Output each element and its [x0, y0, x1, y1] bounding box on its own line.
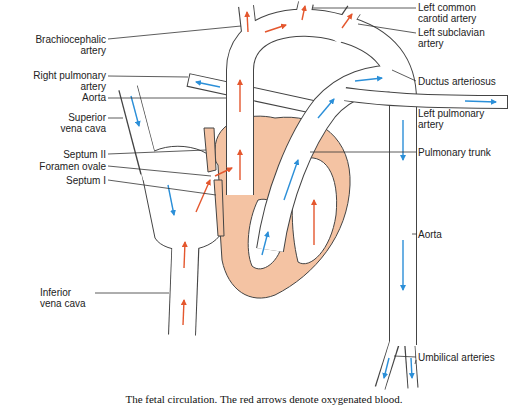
- part-label: Right pulmonary artery: [26, 70, 106, 92]
- blue-arrow: [402, 120, 403, 160]
- part-label: Brachiocephalic artery: [26, 34, 106, 56]
- blue-arrow: [402, 240, 403, 290]
- leader-lines: [95, 8, 417, 364]
- blue-arrow: [196, 82, 220, 87]
- red-arrow: [239, 150, 240, 180]
- red-arrow: [183, 300, 184, 325]
- left-common-carotid-artery: [300, 2, 306, 30]
- leader-line: [108, 150, 206, 154]
- red-arrow: [313, 200, 314, 245]
- red-arrow: [215, 168, 232, 176]
- oxygenated-flow-arrows: [183, 6, 352, 325]
- left-subclavian-artery: [334, 9, 355, 40]
- part-label: Inferior vena cava: [40, 287, 95, 309]
- red-arrow: [247, 12, 248, 32]
- leader-line: [358, 24, 416, 33]
- red-arrow: [239, 80, 240, 112]
- part-label: Pulmonary trunk: [418, 147, 518, 158]
- leader-line: [95, 293, 169, 294]
- leader-line: [313, 8, 416, 9]
- part-label: Left pulmonary artery: [418, 108, 498, 130]
- leader-line: [108, 180, 216, 195]
- part-label: Left common carotid artery: [418, 2, 498, 24]
- blue-arrow: [384, 358, 389, 378]
- part-label: Septum II: [26, 149, 106, 160]
- blue-arrow: [318, 99, 334, 118]
- blue-arrow: [411, 358, 412, 378]
- vessel-outline: [246, 6, 250, 40]
- blue-arrow: [168, 185, 174, 215]
- blue-arrow: [465, 101, 496, 102]
- part-label: Aorta: [418, 229, 518, 240]
- part-label: Umbilical arteries: [418, 352, 518, 363]
- part-label: Superior vena cava: [51, 112, 106, 134]
- red-arrow: [342, 14, 352, 28]
- blue-arrow: [355, 78, 382, 81]
- umbilical-artery: [409, 330, 413, 389]
- left-pulmonary-artery: [342, 94, 507, 102]
- inferior-vena-cava: [182, 226, 186, 336]
- red-arrow: [196, 180, 210, 212]
- leader-line: [415, 360, 416, 364]
- part-label: Left subclavian artery: [418, 27, 498, 49]
- vessel-outline: [240, 23, 403, 345]
- part-label: Septum I: [26, 175, 106, 186]
- blue-arrow: [284, 160, 298, 200]
- leader-line: [392, 70, 416, 81]
- figure-caption: The fetal circulation. The red arrows de…: [0, 393, 528, 405]
- red-arrow: [302, 6, 305, 20]
- leader-line: [394, 356, 416, 357]
- leader-line: [108, 98, 226, 99]
- part-label: Foramen ovale: [26, 161, 106, 172]
- aorta: [240, 23, 403, 346]
- brachiocephalic-artery: [246, 5, 250, 40]
- leader-line: [108, 118, 123, 119]
- leader-line: [310, 152, 416, 153]
- leader-line: [412, 234, 417, 235]
- blue-arrow: [131, 96, 139, 126]
- umbilical-artery: [380, 330, 398, 389]
- leader-line: [108, 166, 211, 176]
- septum-i: [214, 180, 224, 236]
- superior-vena-cava: [128, 87, 152, 178]
- red-arrow: [265, 25, 286, 32]
- red-arrow: [184, 242, 185, 268]
- part-label: Ductus arteriosus: [418, 76, 518, 87]
- blue-arrow: [262, 232, 268, 255]
- leader-line: [108, 76, 188, 77]
- leader-line: [108, 26, 241, 39]
- part-label: Aorta: [26, 92, 106, 103]
